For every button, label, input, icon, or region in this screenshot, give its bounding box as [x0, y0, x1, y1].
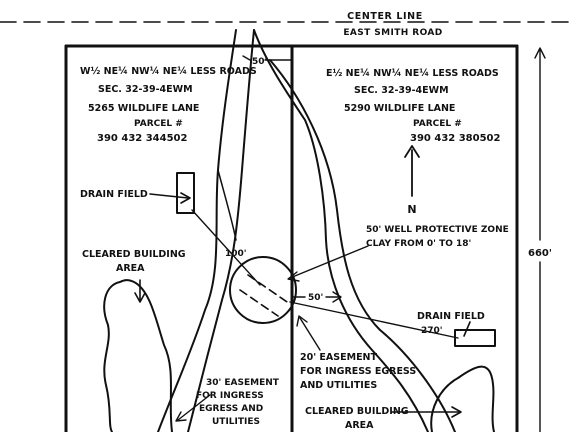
- easement20-line3: AND UTILITIES: [300, 380, 377, 391]
- right-parcel-number: 390 432 380502: [410, 133, 501, 144]
- right-drain-field-arrow: [463, 321, 471, 337]
- dim-50-top-label: 50': [252, 57, 267, 67]
- dim-270-label: 270': [421, 326, 443, 336]
- easement20-line1: 20' EASEMENT: [300, 352, 378, 363]
- driveway-outer-right: [253, 29, 429, 432]
- driveway-inner-left: [187, 29, 255, 432]
- left-cleared-arrowhead: [134, 292, 146, 303]
- right-drain-field-label: DRAIN FIELD: [417, 311, 485, 322]
- left-parcel-label: PARCEL #: [134, 119, 183, 129]
- left-parcel-number: 390 432 344502: [97, 133, 188, 144]
- easement30-leader: [177, 394, 211, 421]
- easement20-leader-head: [296, 315, 308, 327]
- dim-660-label: 660': [528, 248, 552, 259]
- easement20-leader: [299, 317, 321, 351]
- right-cleared-arrowhead: [451, 406, 462, 418]
- well-easement-line-b: [239, 289, 279, 317]
- dim-270-line: [289, 301, 459, 339]
- dim-50-mid-label: 50': [308, 293, 323, 303]
- road-name-label: EAST SMITH ROAD: [343, 28, 442, 38]
- dim-50-mid-arrowhead: [332, 291, 342, 303]
- driveway-inner-right: [269, 59, 456, 432]
- dim-50-top-left-tick: [242, 55, 251, 61]
- easement30-line2: FOR INGRESS: [196, 391, 264, 401]
- left-cleared-area: [103, 279, 173, 432]
- left-legal-desc: W½ NE¼ NW¼ NE¼ LESS ROADS: [80, 66, 257, 77]
- left-cleared-line1: CLEARED BUILDING: [82, 249, 186, 260]
- dim-660-arrowhead: [534, 47, 546, 59]
- well-zone-leader: [289, 245, 369, 279]
- right-cleared-line2: AREA: [345, 420, 374, 431]
- easement30-line3: EGRESS AND: [199, 404, 263, 414]
- easement20-line2: FOR INGRESS EGRESS: [300, 366, 416, 377]
- left-drain-field-arrow: [149, 193, 189, 199]
- right-cleared-line1: CLEARED BUILDING: [305, 406, 409, 417]
- right-section: SEC. 32-39-4EWM: [354, 85, 449, 96]
- right-legal-desc: E½ NE¼ NW¼ NE¼ LESS ROADS: [326, 68, 499, 79]
- left-cleared-line2: AREA: [116, 263, 145, 274]
- left-drain-field: [176, 172, 195, 214]
- driveway-link: [217, 169, 237, 241]
- driveway-outer-left: [157, 29, 237, 432]
- right-address: 5290 WILDLIFE LANE: [344, 103, 455, 114]
- right-parcel-label: PARCEL #: [413, 119, 462, 129]
- dim-100-line: [191, 209, 261, 286]
- easement30-leader-head: [175, 411, 187, 422]
- right-cleared-area: [430, 365, 495, 432]
- north-label: N: [407, 203, 416, 216]
- left-section: SEC. 32-39-4EWM: [98, 84, 193, 95]
- easement30-line4: UTILITIES: [212, 417, 260, 427]
- left-drain-field-label: DRAIN FIELD: [80, 189, 148, 200]
- well-protective-zone: [229, 256, 297, 324]
- well-zone-line1: 50' WELL PROTECTIVE ZONE: [366, 225, 509, 235]
- center-line-label: CENTER LINE: [347, 11, 423, 22]
- well-zone-leader-head: [287, 271, 300, 282]
- easement30-line1: 30' EASEMENT: [206, 378, 280, 388]
- dim-100-label: 100': [225, 249, 247, 259]
- left-address: 5265 WILDLIFE LANE: [88, 103, 199, 114]
- well-zone-line2: CLAY FROM 0' TO 18': [366, 239, 471, 249]
- north-arrow-head: [404, 145, 420, 158]
- right-drain-field: [454, 329, 496, 347]
- left-drain-field-arrowhead: [180, 192, 191, 204]
